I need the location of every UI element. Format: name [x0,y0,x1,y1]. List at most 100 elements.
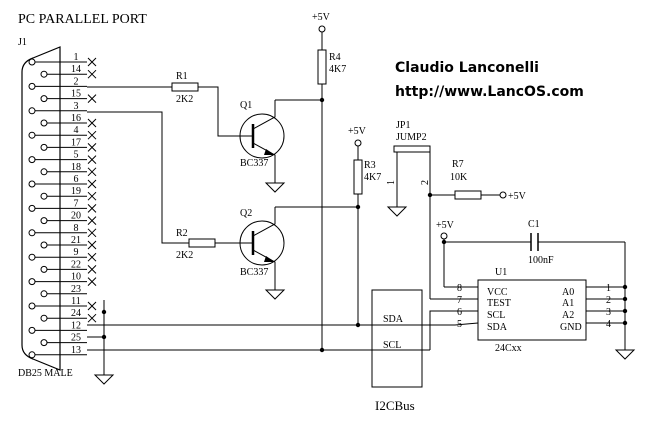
supply-r3-terminal [354,139,362,147]
connector-pin-11-terminal [28,302,36,310]
connector-pin-17-label: 17 [71,137,81,148]
net-r3-sda: +5V R3 4K7 [348,126,381,328]
author-name: Claudio Lanconelli [395,60,539,76]
connector-pin-19-label: 19 [71,186,81,197]
ground-jumper-icon [386,206,408,217]
ic-pin-2-num: 2 [606,295,611,306]
supply-vcc: +5V [436,220,455,231]
supply-r7-terminal [499,191,507,199]
ic-pin-1-num: 1 [606,283,611,294]
connector-pin-24-label: 24 [71,308,81,319]
no-connect-15-icon [87,94,97,103]
i2c-sda-label: SDA [383,314,404,325]
ic-pin-8-num: 8 [457,283,462,294]
r3-value: 4K7 [364,172,381,183]
connector-pin-23-terminal [40,290,48,298]
author-url: http://www.LancOS.com [395,84,584,100]
connector-pin-16-label: 16 [71,113,81,124]
no-connect-14-icon [87,69,97,79]
connector-pin-6-label: 6 [74,174,79,185]
q2-ref: Q2 [240,208,252,219]
connector-pin-6-terminal [28,180,36,188]
no-connect-19-icon [87,191,97,201]
supply-vcc-terminal [440,232,448,240]
no-connect-10-icon [87,277,97,286]
no-connect-1-icon [87,57,97,67]
no-connect-11-icon [87,301,97,311]
no-connect-7-icon [87,204,97,213]
connector-pin-4-terminal [28,131,36,139]
net-r7: +5V R7 10K [427,159,527,202]
connector-pin-9-label: 9 [74,247,79,258]
connector-pin-16-terminal [40,119,48,127]
connector-pin-3-terminal [28,107,36,115]
i2c-bus-box: SDA SCL I2CBus [371,289,423,413]
no-connect-4-icon [87,130,97,140]
connector-pin-18-label: 18 [71,162,81,173]
q1-ref: Q1 [240,100,252,111]
connector-pin-18-terminal [40,168,48,176]
r1-value: 2K2 [176,94,193,105]
no-connect-18-icon [87,167,97,177]
connector-pin-19-terminal [40,192,48,200]
ic-pin-gnd-name: GND [560,322,582,333]
connector-pin-13-label: 13 [71,345,81,356]
connector-pin-21-label: 21 [71,235,81,246]
ic-pin-a2-name: A2 [562,310,574,321]
no-connect-24-icon [87,313,97,323]
r4-ref: R4 [329,52,341,63]
connector-pin-2-label: 2 [74,76,79,87]
no-connect-8-icon [87,228,97,238]
connector-pin-14-label: 14 [71,64,81,75]
connector-pin-25-label: 25 [71,333,81,344]
connector-pin-7-terminal [28,204,36,212]
i2c-scl-label: SCL [383,340,401,351]
connector-ref: J1 [18,37,27,48]
connector-pin-17-terminal [40,143,48,151]
r7-value: 10K [450,172,468,183]
connector-pin-8-label: 8 [74,223,79,234]
ground-ic-icon [614,349,636,360]
ic-pin-a0-name: A0 [562,287,574,298]
connector-pin-13-terminal [28,351,36,359]
ic-pin-vcc-name: VCC [487,287,508,298]
no-connect-22-icon [87,265,97,274]
connector-pin-20-terminal [40,217,48,225]
connector-pin-9-terminal [28,253,36,261]
connector-pin-8-terminal [28,229,36,237]
q2-part: BC337 [240,267,268,278]
r3-ref: R3 [364,160,376,171]
ic-pin-7-num: 7 [457,295,462,306]
connector-pin-22-terminal [40,265,48,273]
r7-ref: R7 [452,159,464,170]
connector-pin-4-label: 4 [74,125,79,136]
jp1-name: JUMP2 [396,132,427,143]
net-r4-scl: +5V R4 4K7 [312,12,346,353]
connector-pin-1-terminal [28,58,36,66]
ic-u1: U1 24Cxx VCC TEST SCL SDA 8 7 6 5 A0 A1 … [429,242,636,360]
net-vcc-c1: +5V C1 100nF [436,219,625,288]
connector-pin-12-label: 12 [71,320,81,331]
jp1-ref: JP1 [396,120,410,131]
r1-ref: R1 [176,71,188,82]
bus-lines [87,300,455,385]
r2-value: 2K2 [176,250,193,261]
connector-pin-11-label: 11 [71,296,81,307]
ic-pin-4-num: 4 [606,319,611,330]
no-connect-6-icon [87,179,97,189]
connector-pins: 1142153164175186197208219221023112412251… [28,52,87,359]
connector-pin-12-terminal [28,326,36,334]
connector-caption: DB25 MALE [18,368,73,379]
transistor-q2: Q2 BC337 [239,206,358,300]
ic-pin-6-num: 6 [457,307,462,318]
q1-part: BC337 [240,158,268,169]
connector-pin-3-label: 3 [74,101,79,112]
supply-r4-terminal [318,25,326,33]
connector-pin-22-label: 22 [71,259,81,270]
no-connect-9-icon [87,252,97,262]
connector-pin-10-label: 10 [71,272,81,283]
r4-value: 4K7 [329,64,346,75]
no-connect-5-icon [87,155,97,164]
ic-pin-scl-name: SCL [487,310,505,321]
